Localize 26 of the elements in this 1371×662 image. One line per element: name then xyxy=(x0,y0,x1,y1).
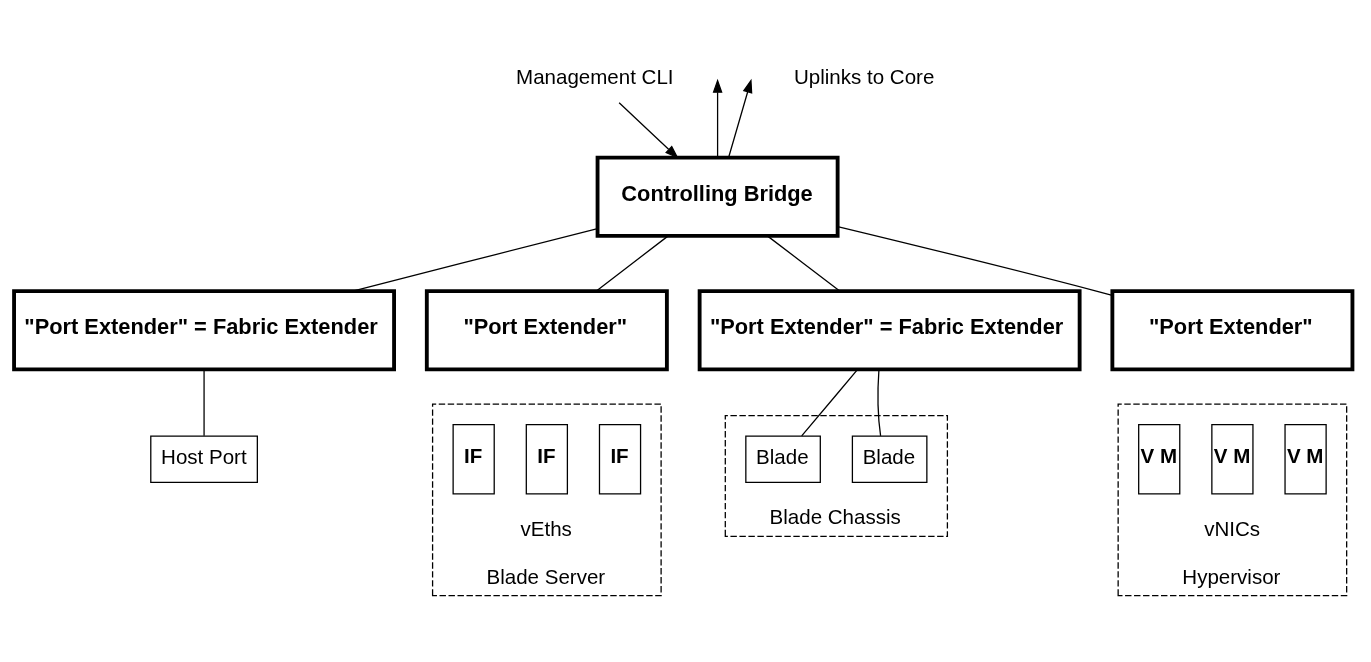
node-box: "Port Extender" = Fabric Extender xyxy=(12,289,396,372)
node-box: "Port Extender" = Fabric Extender xyxy=(697,289,1082,372)
node-box: Controlling Bridge xyxy=(595,155,840,238)
arrow xyxy=(727,78,753,159)
node-box: IF xyxy=(598,423,642,495)
node-text: Management CLI xyxy=(516,65,674,89)
node-box: IF xyxy=(525,423,569,495)
node-box: Host Port xyxy=(150,435,258,483)
node-box: V M xyxy=(1138,423,1181,495)
node-box: V M xyxy=(1211,423,1254,495)
node-box: Blade xyxy=(851,435,928,483)
node-box: "Port Extender" xyxy=(1110,289,1355,372)
node-box: "Port Extender" xyxy=(424,289,669,372)
label: Uplinks to Core xyxy=(793,65,935,89)
connector xyxy=(203,368,205,437)
connector xyxy=(352,228,599,292)
connector xyxy=(837,225,1113,296)
connector xyxy=(766,235,840,292)
connector xyxy=(801,368,859,437)
node-box: IF xyxy=(452,423,495,495)
node-box: V M xyxy=(1284,423,1327,495)
connector xyxy=(877,368,882,437)
connector xyxy=(596,235,669,292)
arrow xyxy=(618,102,679,159)
arrow xyxy=(712,78,723,159)
node-box: Blade xyxy=(745,435,821,483)
